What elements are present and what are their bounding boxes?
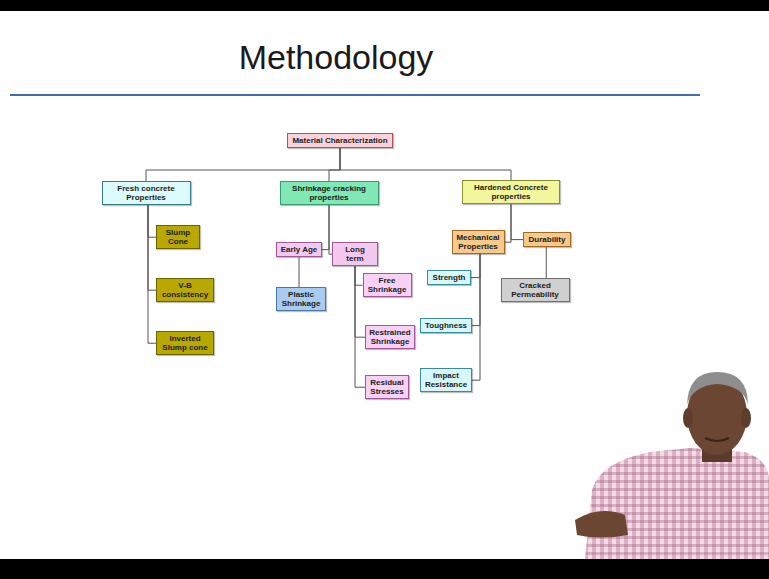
title-rule bbox=[10, 94, 700, 96]
process-box: Long term bbox=[332, 242, 378, 266]
box-label: Restrained Shrinkage bbox=[369, 328, 411, 346]
box-label: Cracked Permeability bbox=[505, 281, 566, 299]
process-box: Toughness bbox=[420, 318, 472, 333]
box-label: Plastic Shrinkage bbox=[280, 290, 322, 308]
process-box: Hardened Concrete properties bbox=[462, 180, 560, 204]
process-box: Early Age bbox=[276, 242, 322, 257]
tree-connector bbox=[148, 205, 156, 290]
process-box: Residual Stresses bbox=[365, 375, 409, 399]
tree-connector bbox=[472, 254, 480, 380]
box-label: Strength bbox=[431, 273, 467, 282]
box-label: V-B consistency bbox=[160, 281, 210, 299]
tree-connector bbox=[146, 148, 340, 181]
tree-connector bbox=[148, 205, 156, 343]
box-label: Toughness bbox=[424, 321, 468, 330]
process-box: Durability bbox=[523, 232, 571, 247]
video-bar bbox=[0, 0, 769, 11]
tree-connector bbox=[355, 266, 363, 285]
process-box: Impact Resistance bbox=[420, 368, 472, 392]
process-box: Restrained Shrinkage bbox=[365, 325, 415, 349]
box-label: Impact Resistance bbox=[424, 371, 468, 389]
box-label: Shrinkage cracking properties bbox=[284, 184, 375, 202]
process-box: Shrinkage cracking properties bbox=[280, 181, 379, 205]
tree-connector bbox=[148, 205, 156, 237]
tree-connector bbox=[546, 247, 547, 278]
tree-connector bbox=[322, 205, 329, 249]
process-box: V-B consistency bbox=[156, 278, 214, 302]
tree-connector bbox=[511, 204, 523, 239]
tree-connector bbox=[299, 257, 300, 287]
video-bar bbox=[0, 559, 769, 579]
process-box: Strength bbox=[427, 270, 471, 285]
box-label: Fresh concrete Properties bbox=[106, 184, 187, 202]
process-box: Inverted Slump cone bbox=[156, 331, 214, 355]
presenter-figure bbox=[575, 372, 769, 559]
tree-connector bbox=[329, 148, 340, 181]
tree-connector bbox=[505, 204, 512, 242]
process-box: Cracked Permeability bbox=[501, 278, 570, 302]
box-label: Slump Cone bbox=[160, 228, 196, 246]
box-label: Durability bbox=[527, 235, 567, 244]
box-label: Inverted Slump cone bbox=[160, 334, 210, 352]
slide-title: Methodology bbox=[0, 38, 672, 77]
box-label: Mechanical Properties bbox=[456, 233, 501, 251]
process-box: Slump Cone bbox=[156, 225, 200, 249]
process-box: Mechanical Properties bbox=[452, 230, 505, 254]
tree-connector bbox=[471, 254, 480, 277]
process-box: Free Shrinkage bbox=[363, 273, 412, 297]
box-label: Material Characterization bbox=[291, 136, 389, 145]
box-label: Early Age bbox=[280, 245, 318, 254]
box-label: Hardened Concrete properties bbox=[466, 183, 556, 201]
tree-connector bbox=[472, 254, 480, 325]
process-box: Material Characterization bbox=[287, 133, 393, 148]
process-box: Fresh concrete Properties bbox=[102, 181, 191, 205]
box-label: Free Shrinkage bbox=[367, 276, 408, 294]
tree-connector bbox=[340, 148, 511, 180]
box-label: Residual Stresses bbox=[369, 378, 405, 396]
process-box: Plastic Shrinkage bbox=[276, 287, 326, 311]
box-label: Long term bbox=[336, 245, 374, 263]
